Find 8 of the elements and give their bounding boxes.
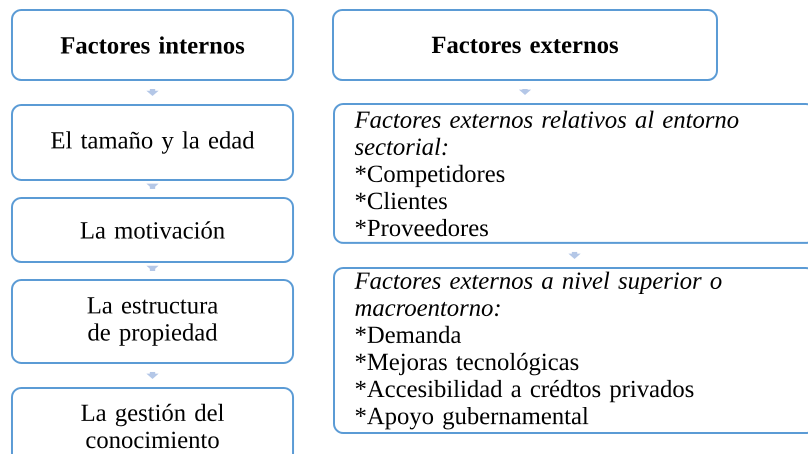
text-box: La estructura de propiedad	[10, 279, 294, 364]
text-box: Factores internos	[10, 9, 294, 81]
text-box: Factores externos	[332, 9, 718, 81]
text-box: Factores externos a nivel superior o macroentorno: *Demanda *Mejoras tecnológicas *Accesibilidad a crédtos privados *Apoyo gubernamental	[333, 267, 808, 434]
text-box: La motivación	[10, 197, 294, 263]
text-box: Factores externos relativos al entorno sectorial: *Competidores *Clientes *Proveedores	[333, 103, 808, 244]
text-box: El tamaño y la edad	[10, 104, 294, 181]
text-box: La gestión del conocimiento	[10, 387, 294, 454]
